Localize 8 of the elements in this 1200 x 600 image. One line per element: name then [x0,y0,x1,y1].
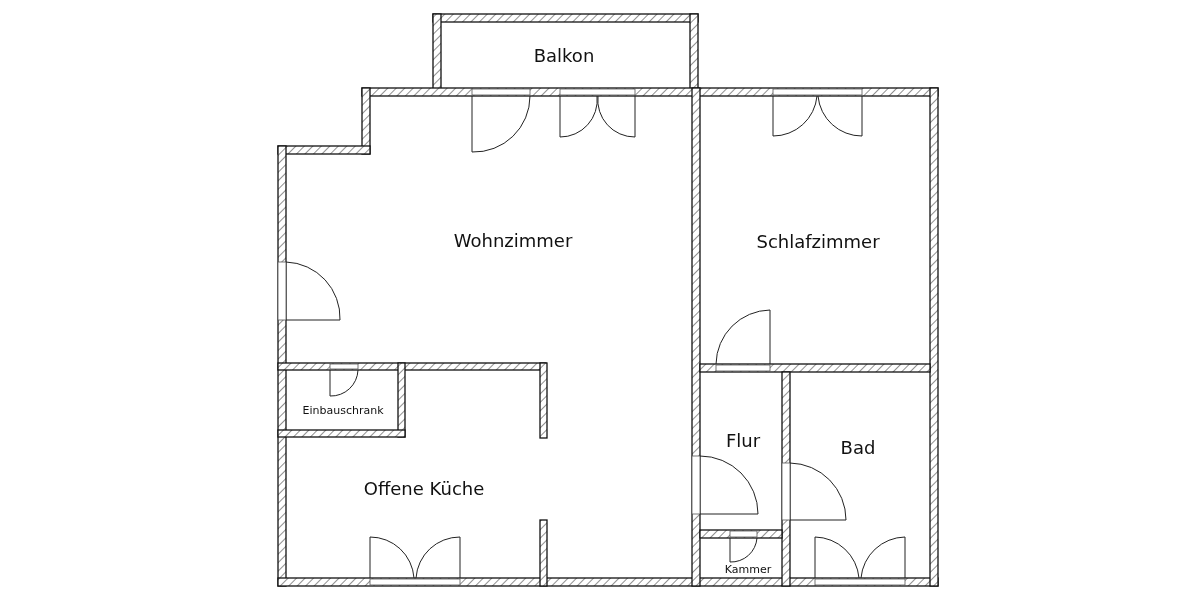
room-label: Einbauschrank [302,403,384,417]
room-label: Kammer [724,562,772,576]
room-label: Bad [840,436,876,458]
room-label: Wohnzimmer [453,229,573,251]
room-label: Offene Küche [363,477,485,499]
room-label: Flur [725,429,761,451]
room-label: Schlafzimmer [756,230,880,252]
room-label: Balkon [533,44,595,66]
